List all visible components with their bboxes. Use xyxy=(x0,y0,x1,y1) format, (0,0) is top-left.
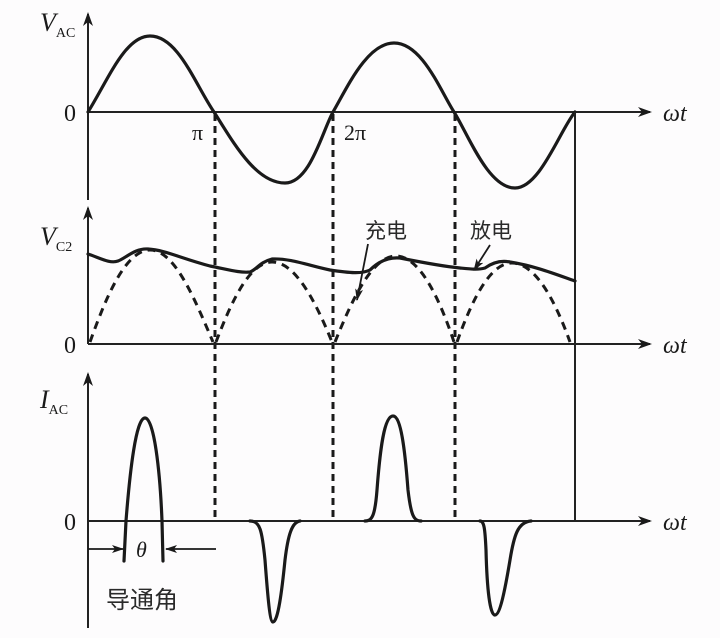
vac-y-label: VAC xyxy=(40,8,75,41)
vac-x-label: ωt xyxy=(663,101,688,127)
conduction-angle-label: 导通角 xyxy=(106,586,178,614)
current-pulse-1 xyxy=(122,416,165,563)
current-pulse-2 xyxy=(248,519,302,624)
iac-y-label: IAC xyxy=(39,385,68,418)
current-pulse-4 xyxy=(478,519,533,617)
vac-panel: VAC 0 ωt π 2π xyxy=(40,8,688,521)
tick-label-2pi: 2π xyxy=(344,120,366,145)
charging-arrow xyxy=(355,243,369,301)
rectified-voltage-dashed xyxy=(88,248,572,343)
iac-x-label: ωt xyxy=(663,510,688,536)
iac-panel: IAC 0 ωt θ 导通角 xyxy=(39,372,688,628)
vc2-y-label: VC2 xyxy=(40,222,72,255)
vc2-zero-label: 0 xyxy=(64,333,76,359)
vc2-ripple-curve xyxy=(86,247,577,283)
vac-zero-label: 0 xyxy=(64,101,76,127)
iac-zero-label: 0 xyxy=(64,510,76,536)
charging-label: 充电 xyxy=(365,219,407,243)
discharging-label: 放电 xyxy=(470,219,512,243)
discharging-arrow xyxy=(473,244,491,271)
vac-sine-wave xyxy=(86,34,577,190)
tick-label-pi: π xyxy=(192,120,203,145)
theta-symbol: θ xyxy=(136,537,147,562)
vc2-x-label: ωt xyxy=(663,333,688,359)
phase-guide-lines xyxy=(213,114,457,521)
vc2-panel: VC2 0 ωt 充电 放电 xyxy=(40,206,688,359)
current-pulse-3 xyxy=(363,414,423,523)
